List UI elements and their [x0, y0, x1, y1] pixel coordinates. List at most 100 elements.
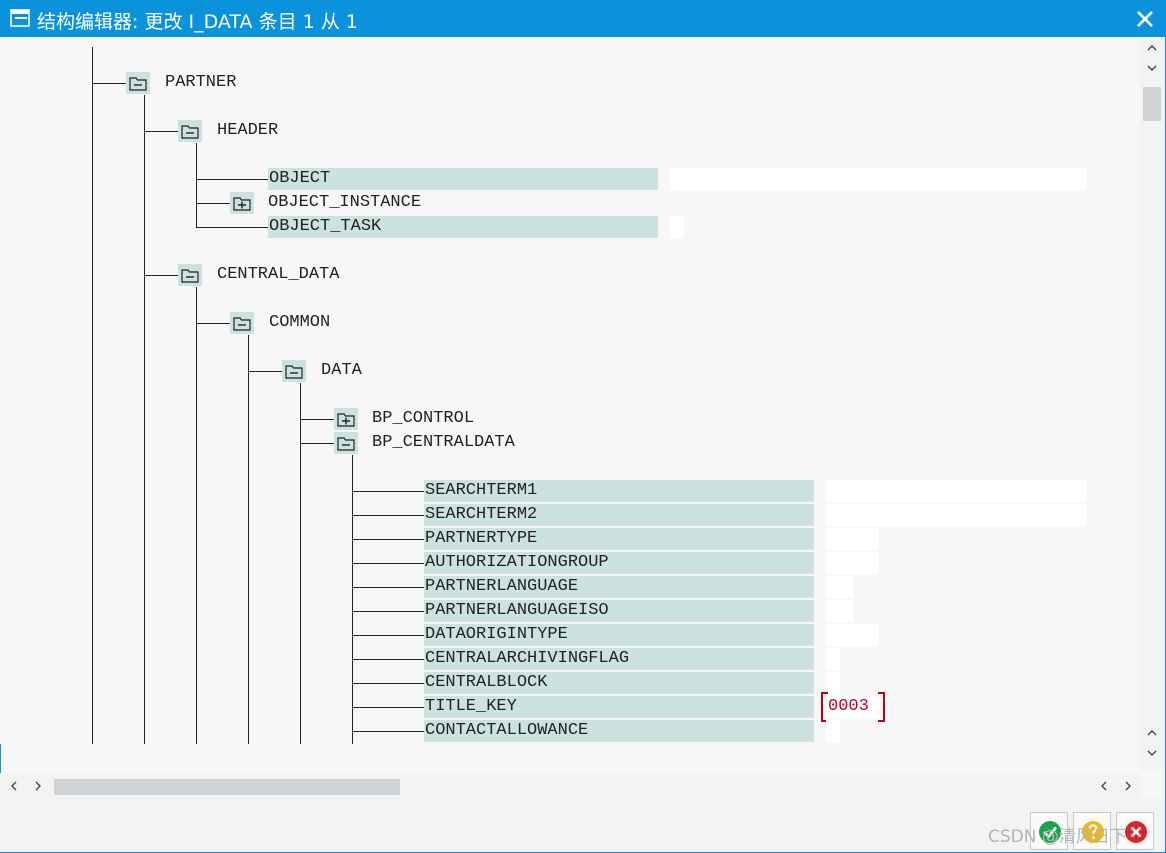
tree-node-object-instance[interactable]: OBJECT_INSTANCE — [268, 193, 422, 212]
tree-connector — [196, 227, 268, 228]
tree-connector — [300, 383, 301, 744]
tree-node-partner[interactable]: PARTNER — [165, 73, 237, 92]
field-searchterm2-value[interactable] — [826, 504, 1087, 526]
tree-connector — [352, 515, 424, 516]
folder-closed-icon[interactable] — [334, 408, 358, 430]
tree-connector — [352, 491, 424, 492]
field-object-value[interactable] — [670, 168, 1087, 190]
scroll-up-icon[interactable] — [1144, 725, 1160, 741]
tree-connector — [352, 563, 424, 564]
field-label-bg — [424, 720, 814, 742]
field-title-key[interactable]: TITLE_KEY — [425, 697, 517, 716]
action-bar — [0, 798, 1165, 852]
tree-connector — [196, 143, 197, 227]
tree-connector — [300, 419, 334, 420]
field-label-bg — [424, 504, 814, 526]
folder-open-icon[interactable] — [282, 360, 306, 382]
cancel-button[interactable] — [1116, 812, 1154, 850]
folder-open-icon[interactable] — [126, 72, 150, 94]
field-authorizationgroup[interactable]: AUTHORIZATIONGROUP — [425, 553, 609, 572]
tree-connector — [352, 587, 424, 588]
tree-connector — [248, 335, 249, 744]
scroll-right-icon[interactable] — [30, 778, 46, 794]
tree-connector — [352, 707, 424, 708]
help-button[interactable] — [1073, 812, 1111, 850]
field-partnerlanguageiso[interactable]: PARTNERLANGUAGEISO — [425, 601, 609, 620]
field-label-bg — [424, 696, 814, 718]
folder-open-icon[interactable] — [334, 432, 358, 454]
tree-connector — [144, 275, 178, 276]
cancel-icon — [1125, 821, 1147, 843]
tree-connector — [92, 47, 93, 744]
window-title: 结构编辑器: 更改 I_DATA 条目 1 从 1 — [37, 11, 358, 33]
field-label-bg — [424, 552, 814, 574]
field-partnerlanguage-value[interactable] — [826, 576, 853, 598]
field-searchterm2[interactable]: SEARCHTERM2 — [425, 505, 538, 524]
field-contactallowance-value[interactable] — [826, 720, 840, 742]
folder-open-icon[interactable] — [178, 120, 202, 142]
field-searchterm1[interactable]: SEARCHTERM1 — [425, 481, 538, 500]
field-partnertype-value[interactable] — [826, 528, 879, 550]
field-partnerlanguageiso-value[interactable] — [826, 600, 853, 622]
tree-connector — [352, 611, 424, 612]
horizontal-scrollbar[interactable] — [0, 773, 1140, 798]
field-label-bg — [268, 216, 658, 238]
field-label-bg — [424, 528, 814, 550]
tree-connector — [196, 287, 197, 744]
tree-connector — [352, 683, 424, 684]
tree-connector — [196, 203, 230, 204]
field-centralblock[interactable]: CENTRALBLOCK — [425, 673, 548, 692]
field-label-bg — [268, 168, 658, 190]
field-centralarchivingflag-value[interactable] — [826, 648, 840, 670]
tree-connector — [352, 731, 424, 732]
field-title-key-value[interactable] — [826, 696, 880, 718]
field-label-bg — [424, 576, 814, 598]
field-partnertype[interactable]: PARTNERTYPE — [425, 529, 538, 548]
field-title-key-value-text[interactable]: 0003 — [828, 697, 869, 716]
tree-connector — [196, 323, 230, 324]
field-authorizationgroup-value[interactable] — [826, 552, 879, 574]
field-dataorigintype-value[interactable] — [826, 624, 879, 646]
tree-connector — [248, 371, 282, 372]
structure-tree: PARTNER HEADER OBJECT OBJECT_INSTANCE OB… — [0, 37, 1140, 744]
field-centralblock-value[interactable] — [826, 672, 840, 694]
field-centralarchivingflag[interactable]: CENTRALARCHIVINGFLAG — [425, 649, 630, 668]
confirm-button[interactable] — [1030, 812, 1068, 850]
tree-node-central-data[interactable]: CENTRAL_DATA — [217, 265, 340, 284]
field-dataorigintype[interactable]: DATAORIGINTYPE — [425, 625, 568, 644]
field-partnerlanguage[interactable]: PARTNERLANGUAGE — [425, 577, 579, 596]
tree-node-bp-centraldata[interactable]: BP_CENTRALDATA — [372, 433, 515, 452]
watermark: CSDN @清风日下 — [988, 827, 1127, 847]
scroll-down-icon[interactable] — [1144, 745, 1160, 761]
tree-connector — [196, 179, 268, 180]
tree-node-common[interactable]: COMMON — [269, 313, 331, 332]
vertical-scroll-thumb[interactable] — [1143, 87, 1161, 121]
focus-bracket — [821, 692, 885, 722]
tree-connector — [144, 131, 178, 132]
folder-open-icon[interactable] — [178, 264, 202, 286]
check-icon — [1039, 821, 1061, 843]
tree-connector — [352, 455, 353, 744]
field-object-task[interactable]: OBJECT_TASK — [269, 217, 382, 236]
scroll-left-icon[interactable] — [6, 778, 22, 794]
folder-closed-icon[interactable] — [230, 192, 254, 214]
window-icon — [10, 9, 30, 27]
scroll-down-icon[interactable] — [1144, 60, 1160, 76]
tree-node-data[interactable]: DATA — [321, 361, 362, 380]
field-contactallowance[interactable]: CONTACTALLOWANCE — [425, 721, 589, 740]
close-icon[interactable] — [1134, 8, 1156, 30]
scroll-right-icon[interactable] — [1120, 778, 1136, 794]
tree-node-header[interactable]: HEADER — [217, 121, 279, 140]
tree-connector — [352, 635, 424, 636]
scroll-up-icon[interactable] — [1144, 40, 1160, 56]
tree-connector — [352, 659, 424, 660]
scroll-left-icon[interactable] — [1096, 778, 1112, 794]
vertical-scrollbar[interactable] — [1140, 37, 1165, 770]
tree-node-bp-control[interactable]: BP_CONTROL — [372, 409, 475, 428]
field-searchterm1-value[interactable] — [826, 480, 1087, 502]
folder-open-icon[interactable] — [230, 312, 254, 334]
field-object-task-value[interactable] — [670, 216, 684, 238]
field-label-bg — [424, 600, 814, 622]
horizontal-scroll-thumb[interactable] — [54, 779, 400, 795]
field-object[interactable]: OBJECT — [269, 169, 331, 188]
